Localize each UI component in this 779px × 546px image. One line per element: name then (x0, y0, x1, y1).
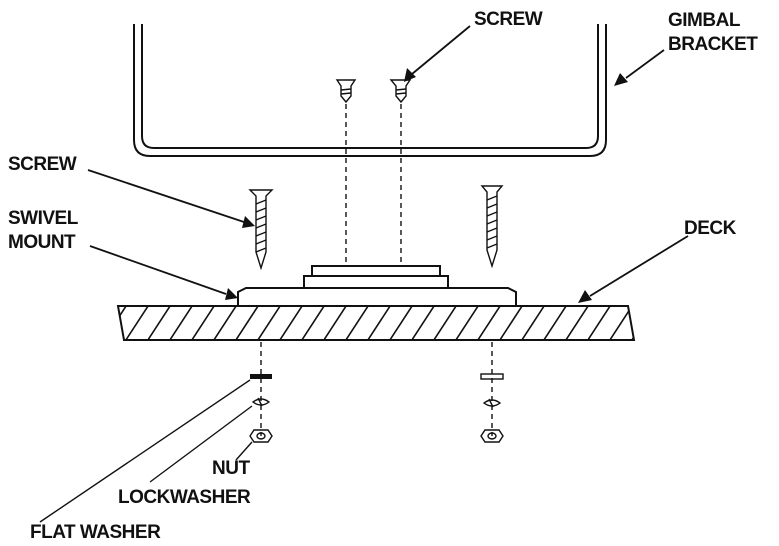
flat-washer-left (250, 374, 272, 379)
deck-hatch-line (165, 306, 197, 340)
label-swivel-line1: SWIVEL (8, 208, 79, 229)
deck-hatch-line (341, 306, 373, 340)
deck-hatch-line (517, 306, 549, 340)
deck-hatch-line (297, 306, 329, 340)
nut-right (480, 429, 504, 443)
label-deck: DECK (684, 218, 737, 239)
deck-hatch-line (121, 306, 153, 340)
deck-hatch-line (451, 306, 483, 340)
deck-hatch-line (209, 306, 241, 340)
label-gimbal-line1: GIMBAL (668, 10, 741, 31)
lockwasher-left (251, 397, 271, 407)
nut-left (249, 429, 273, 443)
deck-hatch-line (561, 306, 593, 340)
leader-screw-left (87, 169, 255, 228)
mount-screw-left (248, 189, 274, 271)
deck-hatch-line (187, 306, 219, 340)
label-flat-washer: FLAT WASHER (30, 522, 161, 543)
deck-hatch-line (231, 306, 263, 340)
leader-deck (578, 235, 689, 303)
leader-flat-washer (39, 379, 251, 523)
deck-hatch-line (539, 306, 571, 340)
deck-section (116, 300, 702, 346)
deck-hatch-line (495, 306, 527, 340)
deck-hatch-line (275, 306, 307, 340)
deck-hatch-line (363, 306, 395, 340)
leader-gimbal-bracket (614, 49, 665, 86)
deck-hatch-line (627, 306, 634, 340)
label-gimbal-line2: BRACKET (668, 34, 758, 55)
deck-hatch-line (319, 306, 351, 340)
lockwasher-right (482, 398, 502, 408)
label-lockwasher: LOCKWASHER (118, 487, 251, 508)
bracket-screw-left (335, 79, 357, 104)
gimbal-bracket (133, 24, 607, 157)
swivel-mount (237, 265, 517, 306)
leader-lockwasher (149, 405, 253, 483)
label-screw-top: SCREW (474, 9, 543, 30)
label-nut: NUT (212, 458, 250, 479)
deck-hatch-line (650, 300, 680, 346)
bracket-screw-right (389, 79, 412, 104)
leader-swivel-mount (89, 245, 238, 300)
mount-screw-right (480, 185, 504, 269)
deck-hatch-line (407, 306, 439, 340)
label-screw-left: SCREW (8, 154, 77, 175)
deck-hatch-line (143, 306, 175, 340)
deck-hatch-line (385, 306, 417, 340)
label-swivel-line2: MOUNT (8, 232, 76, 253)
leader-screw-top (404, 25, 471, 82)
deck-hatch-line (429, 306, 461, 340)
deck-hatch-line (583, 306, 615, 340)
deck-hatch-line (118, 306, 131, 340)
flat-washer-right (480, 373, 504, 380)
deck-hatch-line (473, 306, 505, 340)
deck-hatch-line (253, 306, 285, 340)
leader-nut (235, 441, 253, 461)
deck-hatch-line (672, 300, 702, 346)
